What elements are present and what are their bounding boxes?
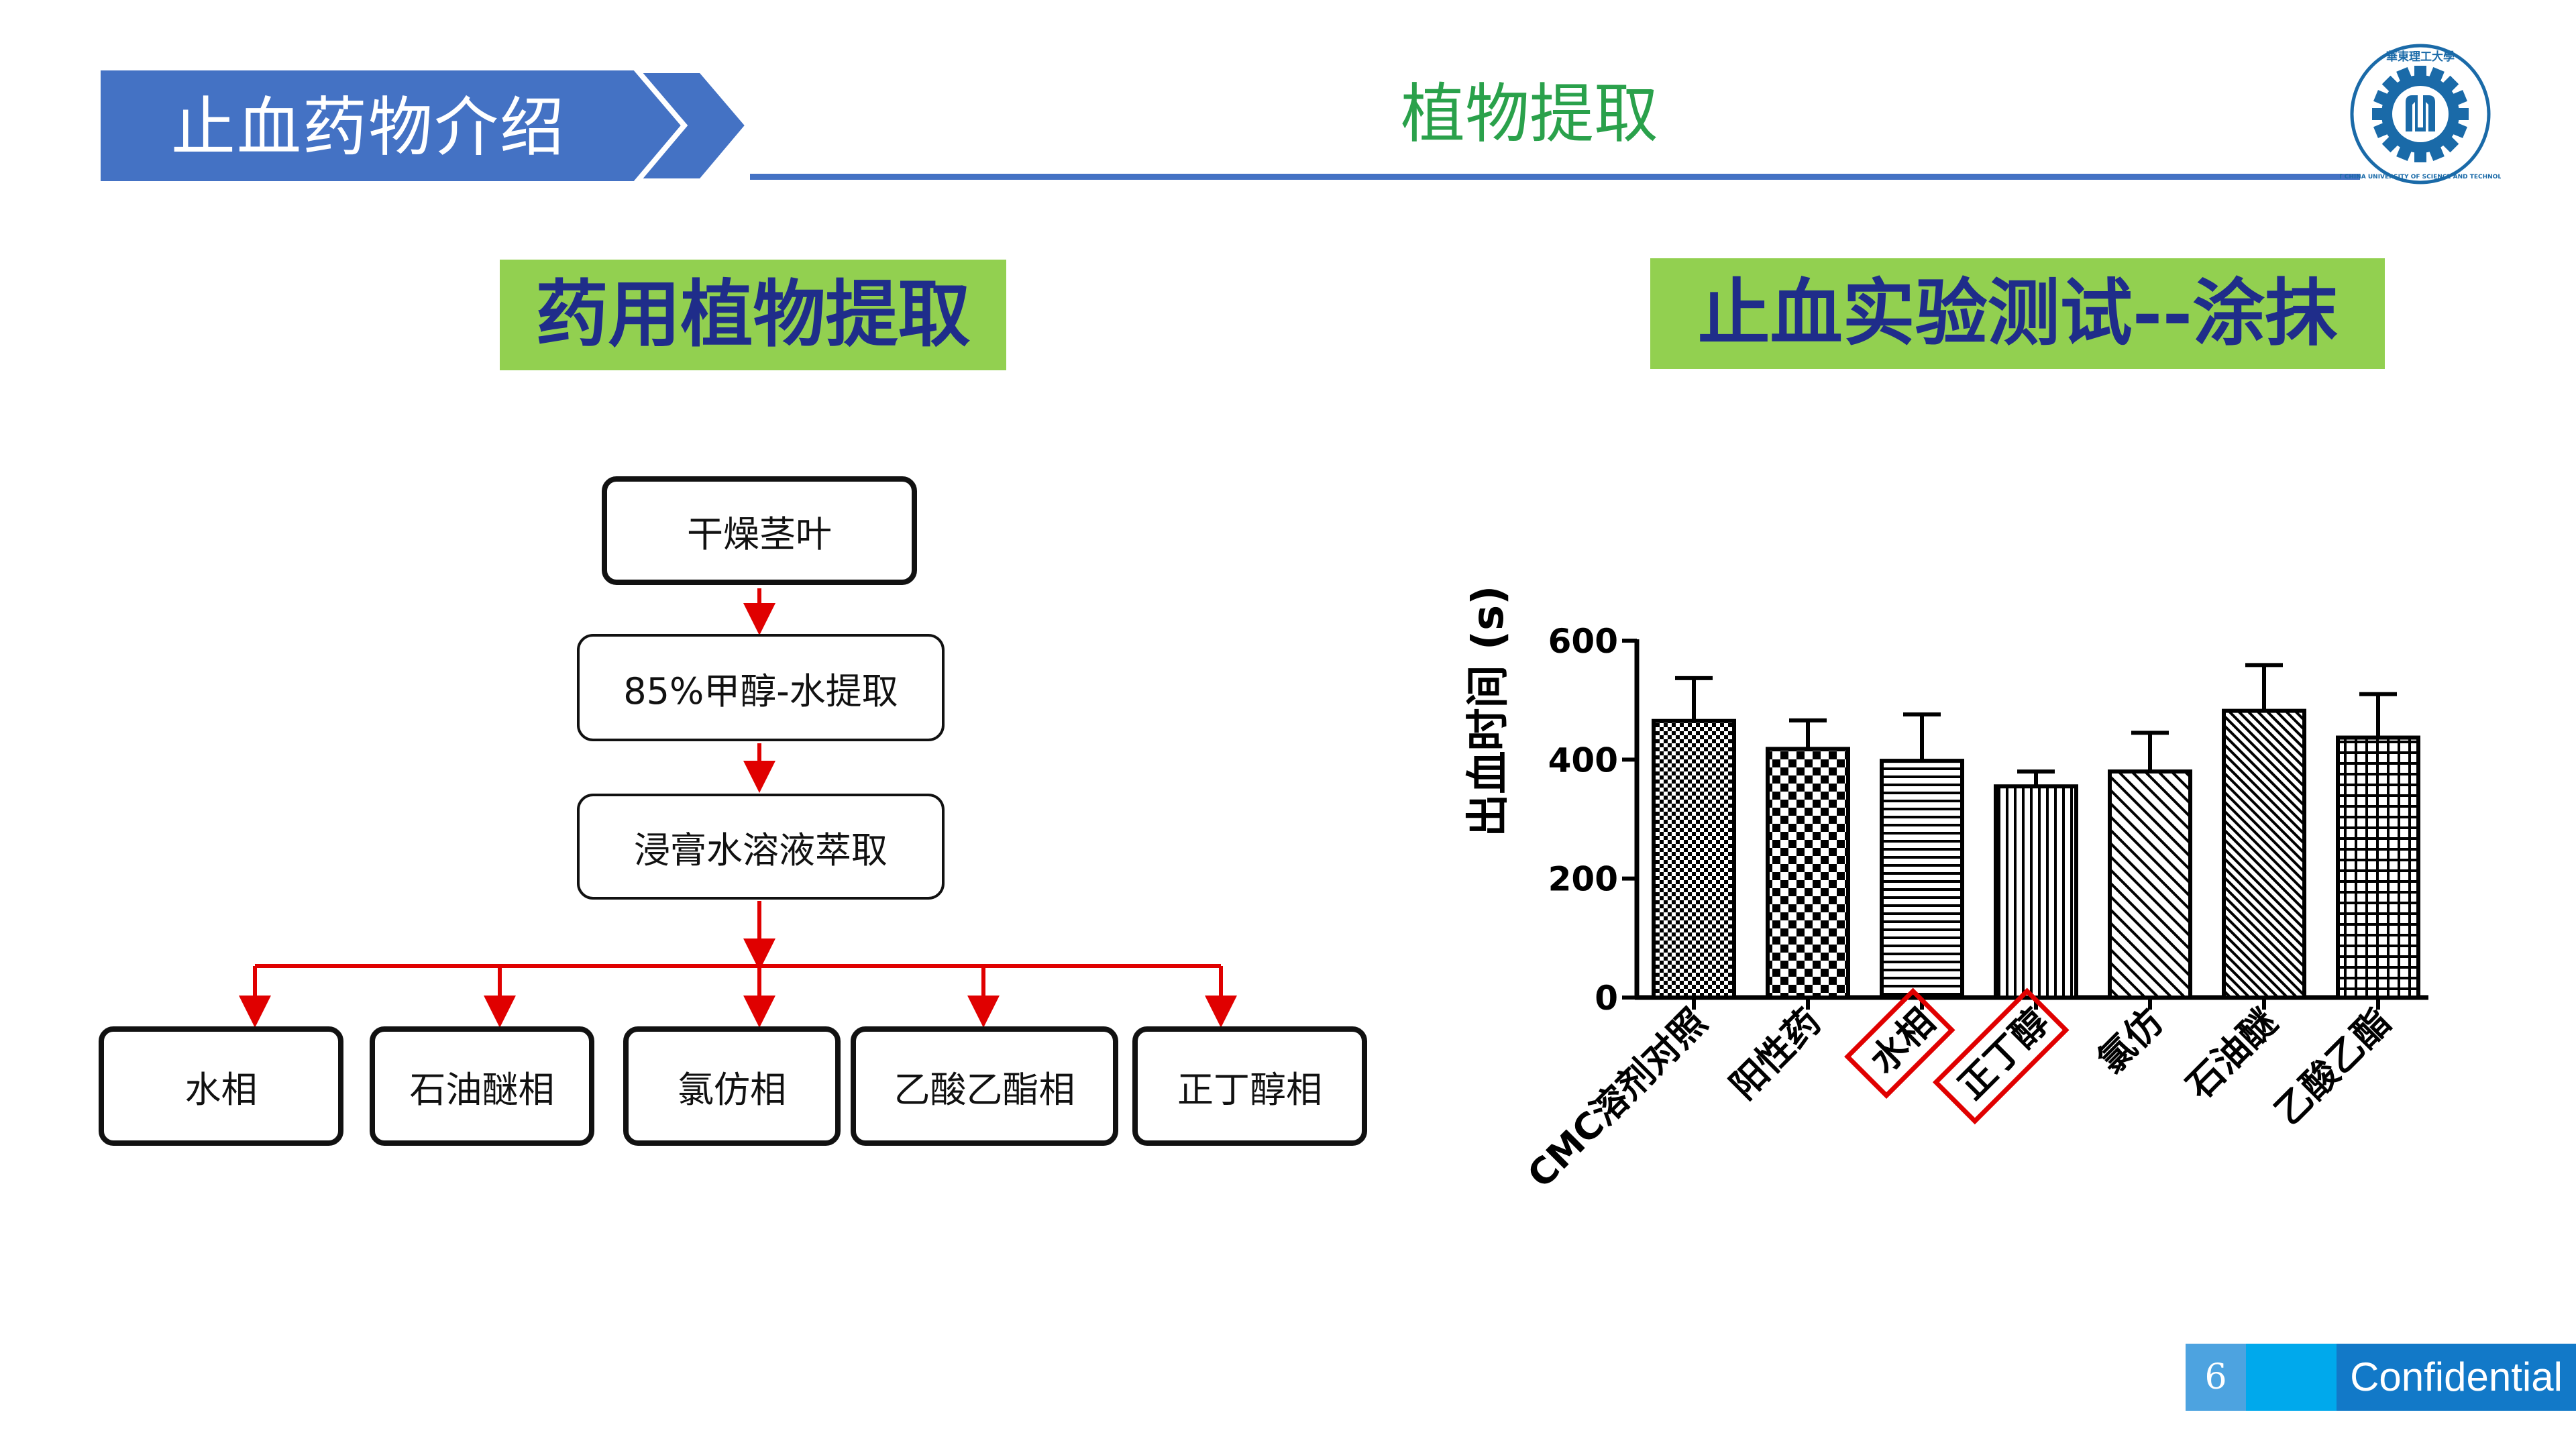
- x-tick-label: 石油醚: [2178, 1001, 2285, 1108]
- y-axis-label: 出血时间 (s): [1464, 586, 1513, 837]
- bar-4: [1994, 784, 2078, 1000]
- x-tick-label-group: 乙酸乙酯: [2267, 1001, 2399, 1133]
- x-tick-label: CMC溶剂对照: [1519, 1001, 1715, 1196]
- y-tick-label: 0: [1595, 979, 1618, 1018]
- bar-5: [2108, 769, 2192, 1000]
- section-title: 止血药物介绍: [171, 90, 566, 165]
- x-tick-label-group: 正丁醇: [1932, 987, 2070, 1125]
- flow-step-methanol-extraction: 85%甲醇-水提取: [577, 634, 945, 741]
- bar-1: [1652, 718, 1736, 1000]
- section-label-hemostasis-test: 止血实验测试--涂抹: [1650, 258, 2385, 369]
- x-tick-label: 氯仿: [2090, 1001, 2171, 1082]
- y-tick-label: 600: [1548, 622, 1618, 661]
- flow-branch-chloroform-phase: 氯仿相: [623, 1026, 841, 1146]
- flow-step-aqueous-partition: 浸膏水溶液萃取: [577, 794, 945, 900]
- x-tick-label-group: 阳性药: [1722, 1001, 1829, 1108]
- flow-branch-water-phase: 水相: [99, 1026, 343, 1146]
- section-label-extraction: 药用植物提取: [500, 260, 1006, 370]
- page-number: 6: [2186, 1344, 2246, 1411]
- y-tick-label: 400: [1548, 741, 1618, 780]
- x-tick-label: 水相: [1862, 1001, 1943, 1082]
- x-tick-label-group: 石油醚: [2178, 1001, 2285, 1108]
- y-tick-label: 200: [1548, 860, 1618, 899]
- bar-2: [1766, 747, 1850, 1000]
- header-banner-arrow: [101, 70, 752, 181]
- x-tick-label-group: CMC溶剂对照: [1519, 1001, 1715, 1196]
- bar-6: [2222, 708, 2306, 1000]
- footer-accent: [2246, 1344, 2337, 1411]
- flow-branch-n-butanol-phase: 正丁醇相: [1132, 1026, 1367, 1146]
- flow-step-dried-leaves: 干燥茎叶: [602, 476, 917, 585]
- highlight-box: [1844, 987, 1955, 1099]
- flow-branch-ethyl-acetate-phase: 乙酸乙酯相: [851, 1026, 1118, 1146]
- page-title: 植物提取: [1401, 76, 1658, 152]
- university-logo-icon: 華東理工大學 EAST CHINA UNIVERSITY OF SCIENCE …: [2340, 44, 2501, 184]
- bleeding-time-bar-chart: 0 200 400 600 CMC溶剂对照阳性药水相正丁醇氯仿石油醚乙酸乙酯 出血时间…: [1464, 586, 2428, 1196]
- svg-text:EAST CHINA UNIVERSITY OF SCIEN: EAST CHINA UNIVERSITY OF SCIENCE AND TEC…: [2340, 174, 2501, 180]
- highlight-box: [1932, 987, 2070, 1125]
- x-tick-label-group: 氯仿: [2090, 1001, 2171, 1082]
- confidential-label: Confidential: [2337, 1344, 2576, 1411]
- x-tick-label: 阳性药: [1722, 1001, 1829, 1108]
- bar-3: [1880, 759, 1964, 1000]
- x-tick-label: 乙酸乙酯: [2267, 1001, 2399, 1133]
- svg-text:華東理工大學: 華東理工大學: [2386, 50, 2455, 64]
- header-divider: [750, 174, 2360, 180]
- flowchart-connectors: [239, 588, 1237, 1028]
- bar-7: [2336, 735, 2420, 1000]
- flow-branch-petroleum-ether-phase: 石油醚相: [370, 1026, 594, 1146]
